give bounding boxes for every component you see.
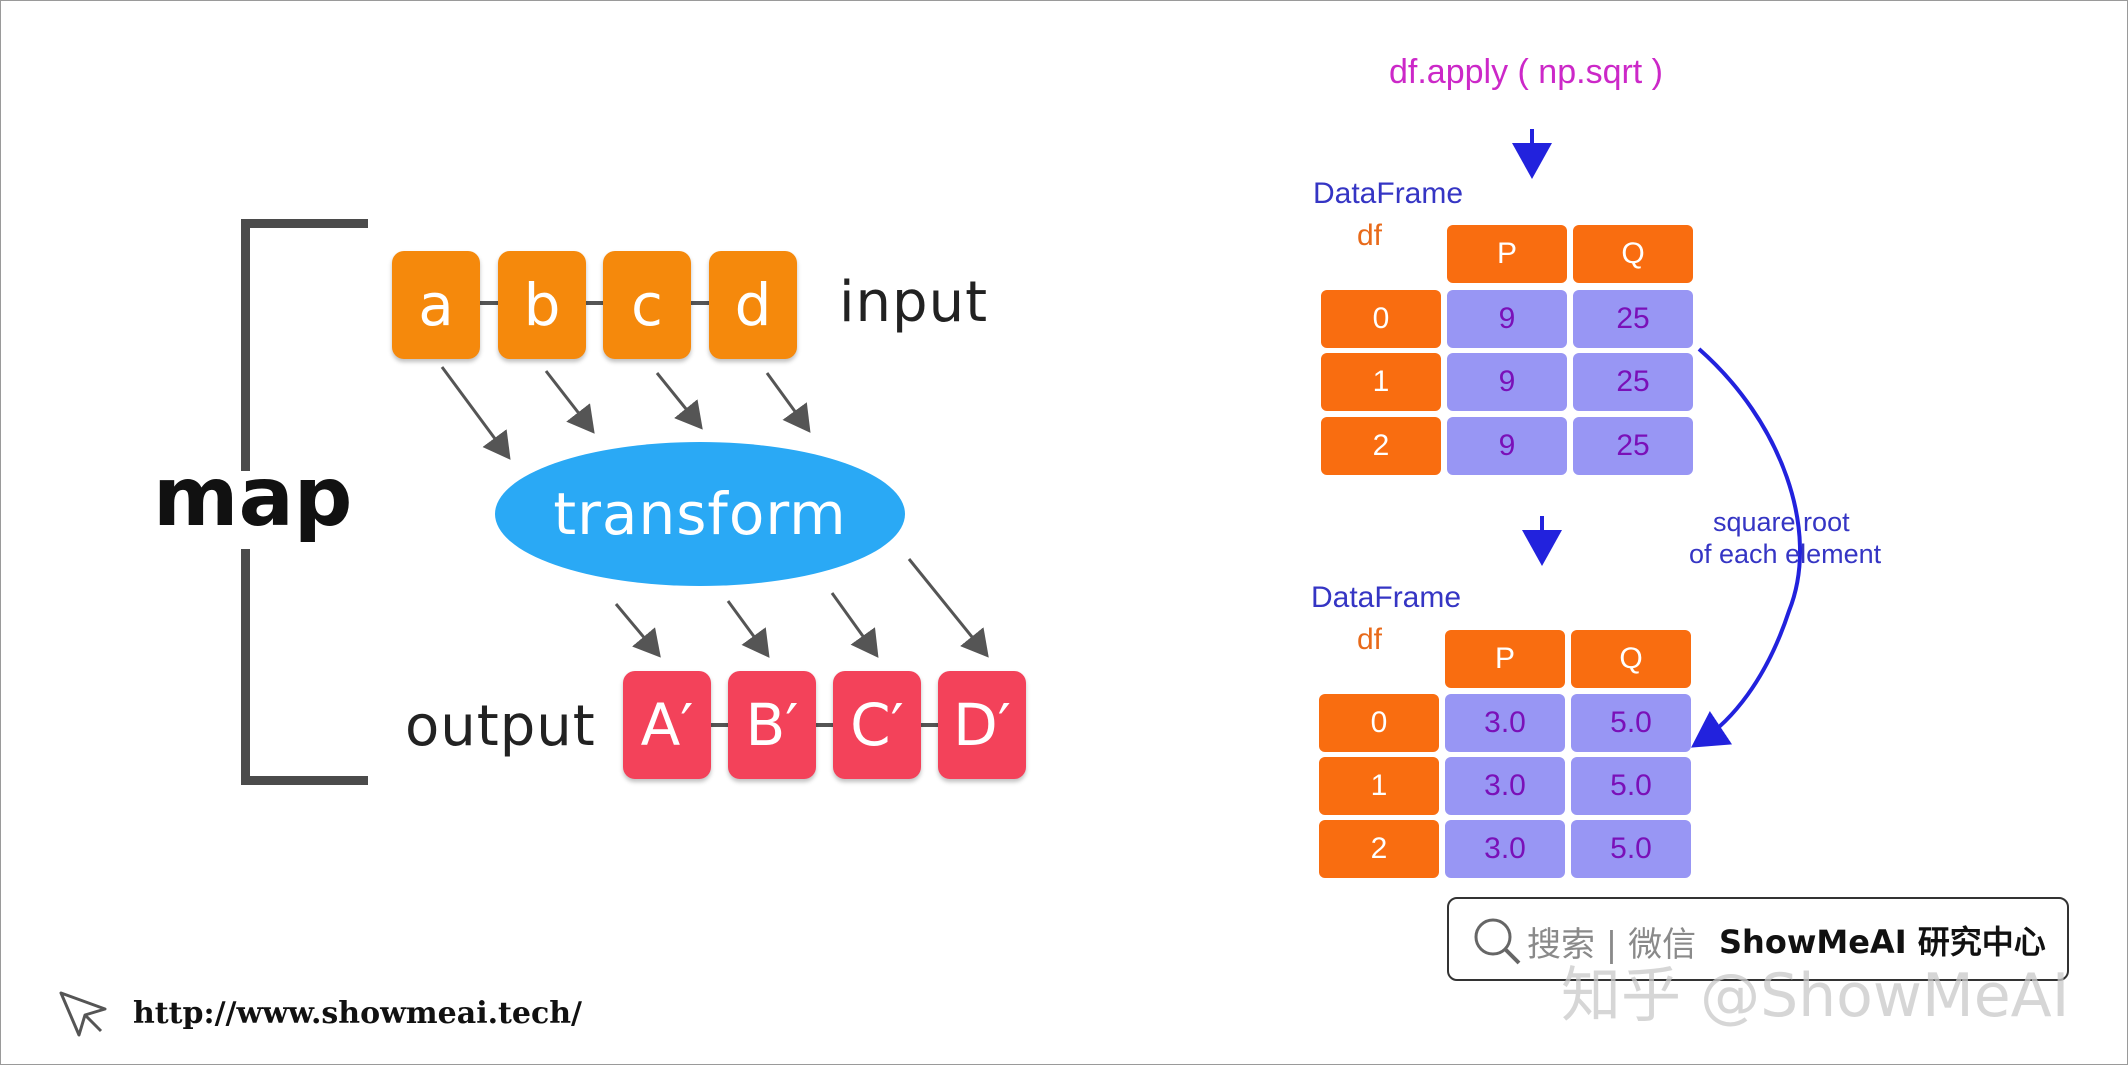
bottom-cell-2-p: 3.0	[1445, 820, 1565, 878]
output-node-a: A′	[623, 671, 711, 779]
bottom-dataframe-name: df	[1357, 623, 1383, 656]
top-index-0: 0	[1321, 290, 1441, 348]
top-cell-2-p: 9	[1447, 417, 1567, 475]
bracket-bottom	[241, 776, 368, 785]
bottom-cell-0-q: 5.0	[1571, 694, 1691, 752]
top-dataframe-name: df	[1357, 219, 1383, 252]
search-brand: ShowMeAI 研究中心	[1719, 923, 2046, 961]
top-index-1: 1	[1321, 353, 1441, 411]
transform-ellipse: transform	[495, 442, 905, 586]
annotation-line-2: of each element	[1689, 539, 1882, 569]
wechat-search-box[interactable]: 搜索 | 微信 ShowMeAI 研究中心	[1447, 897, 2069, 981]
annotation-line-1: square root	[1713, 507, 1850, 537]
output-node-b: B′	[728, 671, 816, 779]
input-link	[431, 301, 761, 305]
output-label: output	[405, 694, 596, 759]
bracket-upper-spine	[241, 219, 250, 471]
top-cell-0-q: 25	[1573, 290, 1693, 348]
top-header-q: Q	[1573, 225, 1693, 283]
output-node-d: D′	[938, 671, 1026, 779]
arrow-transform-to-d	[907, 558, 989, 658]
bottom-index-2: 2	[1319, 820, 1439, 878]
arrow-transform-to-a	[614, 603, 661, 658]
input-label: input	[839, 270, 989, 335]
top-header-p: P	[1447, 225, 1567, 283]
bottom-index-1: 1	[1319, 757, 1439, 815]
output-node-c: C′	[833, 671, 921, 779]
search-prefix: 搜索 | 微信	[1527, 925, 1697, 965]
search-icon	[1474, 918, 1521, 965]
input-node-a: a	[392, 251, 480, 359]
bracket-top	[241, 219, 368, 228]
arrow-d-to-transform	[765, 372, 811, 433]
arrow-b-to-transform	[544, 370, 595, 434]
bottom-cell-1-q: 5.0	[1571, 757, 1691, 815]
arrow-c-to-transform	[655, 372, 703, 430]
arrow-transform-to-b	[726, 600, 770, 658]
top-cell-1-p: 9	[1447, 353, 1567, 411]
square-root-curve-arrow	[1691, 347, 1802, 748]
flow-arrows	[440, 366, 989, 658]
apply-call: df.apply ( np.sqrt )	[1389, 53, 1664, 91]
arrow-a-to-transform	[440, 366, 511, 460]
top-cell-0-p: 9	[1447, 290, 1567, 348]
input-node-c: c	[603, 251, 691, 359]
top-index-2: 2	[1321, 417, 1441, 475]
top-cell-1-q: 25	[1573, 353, 1693, 411]
map-label: map	[153, 450, 353, 545]
bottom-index-0: 0	[1319, 694, 1439, 752]
zhihu-watermark: 知乎 @ShowMeAI	[1561, 961, 2070, 1031]
bottom-cell-0-p: 3.0	[1445, 694, 1565, 752]
bracket-lower-spine	[241, 549, 250, 785]
footer-url-link[interactable]: http://www.showmeai.tech/	[133, 996, 583, 1031]
cursor-icon	[59, 991, 107, 1037]
bottom-cell-1-p: 3.0	[1445, 757, 1565, 815]
bottom-header-p: P	[1445, 630, 1565, 688]
bottom-dataframe-title: DataFrame	[1311, 581, 1462, 614]
top-cell-2-q: 25	[1573, 417, 1693, 475]
bottom-cell-2-q: 5.0	[1571, 820, 1691, 878]
blue-arrows	[1512, 129, 1802, 748]
output-link	[661, 723, 991, 727]
bottom-header-q: Q	[1571, 630, 1691, 688]
arrow-transform-to-c	[830, 592, 879, 658]
top-dataframe-title: DataFrame	[1313, 177, 1464, 210]
input-node-b: b	[498, 251, 586, 359]
input-node-d: d	[709, 251, 797, 359]
